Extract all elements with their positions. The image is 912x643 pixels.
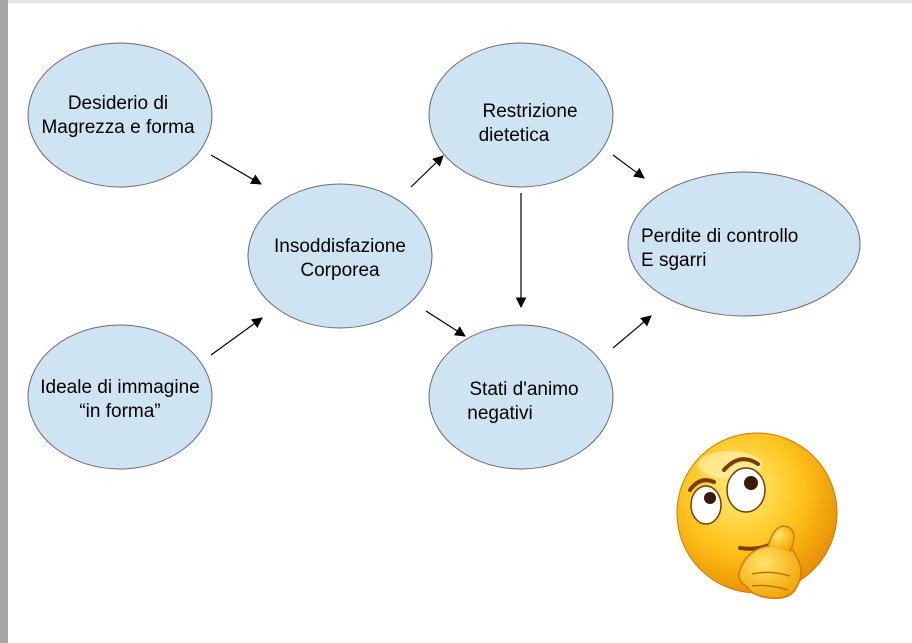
node-desiderio-line1: Desiderio di xyxy=(68,93,168,114)
arrow-ideale-to-insoddisfazione xyxy=(210,317,263,356)
arrow-desiderio-to-insoddisfazione xyxy=(210,154,262,185)
node-desiderio-line2: Magrezza e forma xyxy=(41,117,195,138)
node-insoddisfazione-line1: Insoddisfazione xyxy=(274,236,406,257)
top-border xyxy=(0,0,912,3)
arrow-insoddisfazione-to-stati xyxy=(425,310,466,337)
node-stati: Stati d'animo negativi xyxy=(428,324,614,470)
node-insoddisfazione-line2: Corporea xyxy=(300,260,380,281)
node-restrizione-line2: dietetica xyxy=(479,125,550,146)
node-ideale-line1: Ideale di immagine xyxy=(40,377,199,398)
node-ideale: Ideale di immagine “in forma” xyxy=(27,324,213,470)
node-perdite-line2: E sgarri xyxy=(641,250,706,271)
node-stati-line1: Stati d'animo xyxy=(469,379,578,400)
node-restrizione: Restrizione dietetica xyxy=(428,42,614,188)
left-border xyxy=(0,0,8,643)
node-ideale-line2: “in forma” xyxy=(79,401,160,422)
node-perdite: Perdite di controllo E sgarri xyxy=(627,171,861,317)
node-insoddisfazione: Insoddisfazione Corporea xyxy=(247,183,433,329)
node-desiderio: Desiderio di Magrezza e forma xyxy=(27,42,213,188)
node-stati-line2: negativi xyxy=(467,403,533,424)
node-perdite-line1: Perdite di controllo xyxy=(641,226,798,247)
arrow-restrizione-to-perdite xyxy=(612,154,645,179)
arrow-stati-to-perdite xyxy=(612,315,652,349)
node-restrizione-line1: Restrizione xyxy=(482,101,577,122)
thinking-emoji-icon xyxy=(676,432,838,600)
arrow-insoddisfazione-to-restrizione xyxy=(410,155,444,188)
